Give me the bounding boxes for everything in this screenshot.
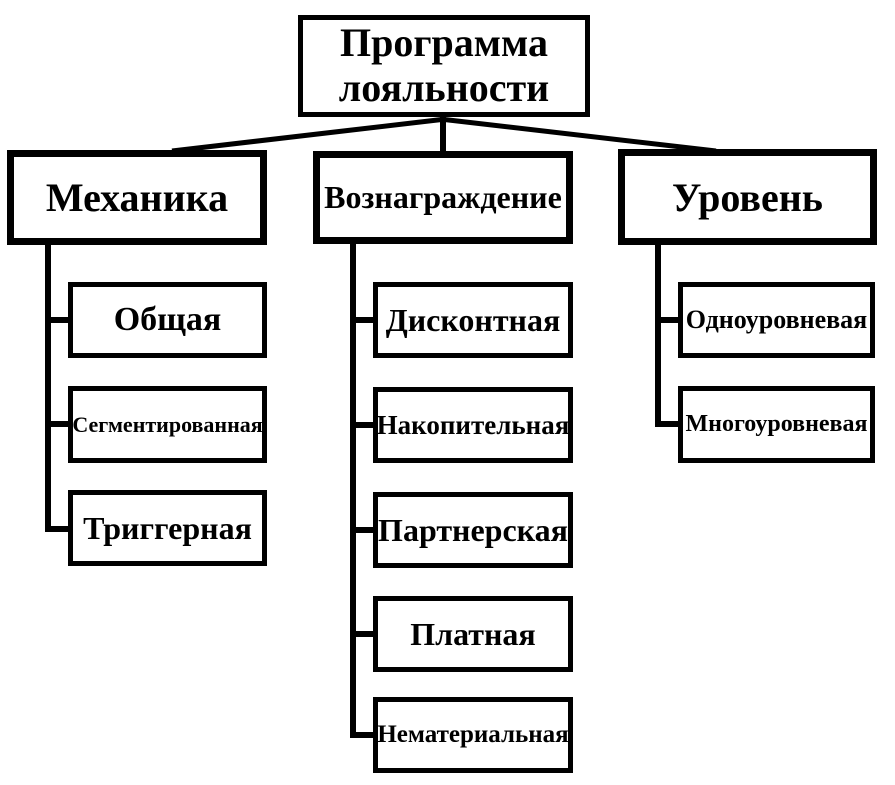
node-leaf-general-label: Общая — [113, 301, 222, 338]
node-leaf-trigger: Триггерная — [68, 490, 267, 566]
node-leaf-paid: Платная — [373, 596, 573, 672]
node-leaf-accumulative: Накопительная — [373, 387, 573, 463]
node-leaf-accumulative-label: Накопительная — [376, 409, 570, 440]
node-leaf-paid-label: Платная — [410, 615, 536, 652]
node-leaf-partner-label: Партнерская — [378, 511, 568, 548]
node-leaf-trigger-label: Триггерная — [83, 509, 252, 546]
node-leaf-segmented-label: Сегментированная — [72, 411, 263, 437]
node-leaf-nonmaterial: Нематериальная — [373, 697, 573, 773]
node-leaf-partner: Партнерская — [373, 492, 573, 568]
node-branch-reward-label: Вознаграждение — [324, 179, 562, 215]
node-leaf-discount-label: Дисконтная — [385, 301, 561, 338]
node-loyalty-program-label: Программа лояльности — [338, 20, 550, 110]
node-branch-mechanics-label: Механика — [45, 175, 229, 220]
node-branch-level-label: Уровень — [672, 174, 823, 220]
node-loyalty-program: Программа лояльности — [298, 15, 590, 117]
node-leaf-multi-level: Многоуровневая — [678, 386, 875, 463]
connector-root-to-level — [439, 116, 717, 154]
node-branch-reward: Вознаграждение — [313, 151, 573, 244]
node-leaf-segmented: Сегментированная — [68, 386, 267, 463]
node-branch-level: Уровень — [618, 149, 877, 245]
node-leaf-multi-level-label: Многоуровневая — [685, 411, 868, 437]
node-leaf-general: Общая — [68, 282, 267, 358]
node-branch-mechanics: Механика — [7, 150, 267, 245]
node-leaf-single-level-label: Одноуровневая — [685, 305, 868, 334]
node-leaf-nonmaterial-label: Нематериальная — [377, 721, 569, 748]
node-leaf-single-level: Одноуровневая — [678, 282, 875, 358]
node-leaf-discount: Дисконтная — [373, 282, 573, 358]
connector-root-to-mechanics — [171, 116, 447, 154]
